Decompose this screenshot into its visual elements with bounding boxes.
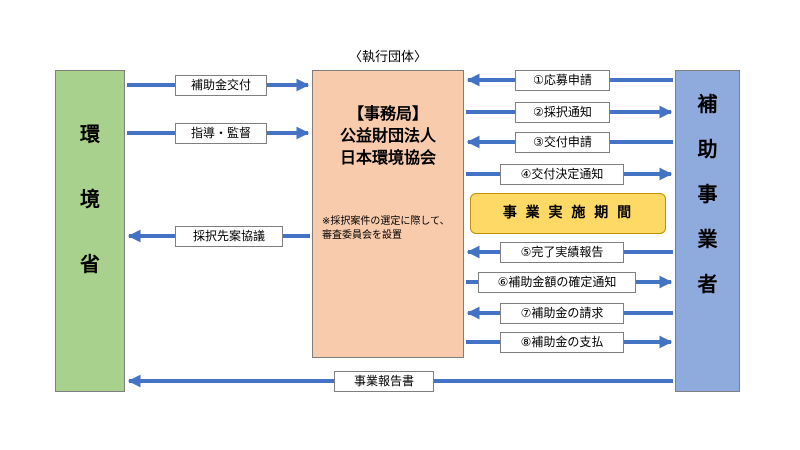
secretariat-title-line: 公益財団法人 (339, 126, 436, 145)
operators-char: 者 (697, 272, 718, 296)
subsidy-operators-box: 補 助 事 業 者 (675, 70, 740, 392)
step-grant-decision-label: ④交付決定通知 (500, 164, 624, 185)
secretariat-title-line: 日本環境協会 (339, 148, 436, 167)
step-completion-report-label: ⑤完了実績報告 (500, 242, 624, 263)
ministry-char: 環 (80, 122, 100, 146)
step-grant-application-label: ③交付申請 (515, 132, 610, 153)
step-payment-label: ⑧補助金の支払 (500, 332, 624, 353)
step-amount-confirmation-label: ⑥補助金額の確定通知 (478, 272, 636, 293)
operators-char: 業 (697, 227, 718, 251)
operators-char: 補 (697, 92, 718, 116)
operators-char: 助 (697, 137, 718, 161)
step-adoption-notice-label: ②採択通知 (515, 102, 610, 123)
implementation-period-badge: 事 業 実 施 期 間 (470, 193, 666, 234)
ministry-char: 境 (80, 187, 100, 211)
secretariat-box: 【事務局】 公益財団法人 日本環境協会 ※採択案件の選定に際して、審査委員会を設… (312, 70, 464, 358)
step-application-label: ①応募申請 (515, 70, 610, 91)
subsidy-grant-label: 補助金交付 (175, 75, 267, 96)
adoption-consultation-label: 採択先案協議 (175, 226, 283, 247)
step-payment-request-label: ⑦補助金の請求 (500, 303, 624, 324)
guidance-label: 指導・監督 (175, 123, 267, 144)
secretariat-title-line: 【事務局】 (347, 104, 428, 123)
ministry-of-environment-box: 環 境 省 (55, 70, 125, 392)
executing-body-heading: 〈執行団体〉 (348, 50, 427, 65)
selection-committee-note: ※採択案件の選定に際して、審査委員会を設置 (322, 216, 450, 241)
operators-label: 補 助 事 業 者 (676, 93, 739, 318)
ministry-label: 環 境 省 (56, 123, 124, 318)
ministry-char: 省 (80, 252, 100, 276)
secretariat-title: 【事務局】 公益財団法人 日本環境協会 (313, 103, 463, 169)
operators-char: 事 (697, 182, 718, 206)
business-report-label: 事業報告書 (334, 371, 434, 392)
